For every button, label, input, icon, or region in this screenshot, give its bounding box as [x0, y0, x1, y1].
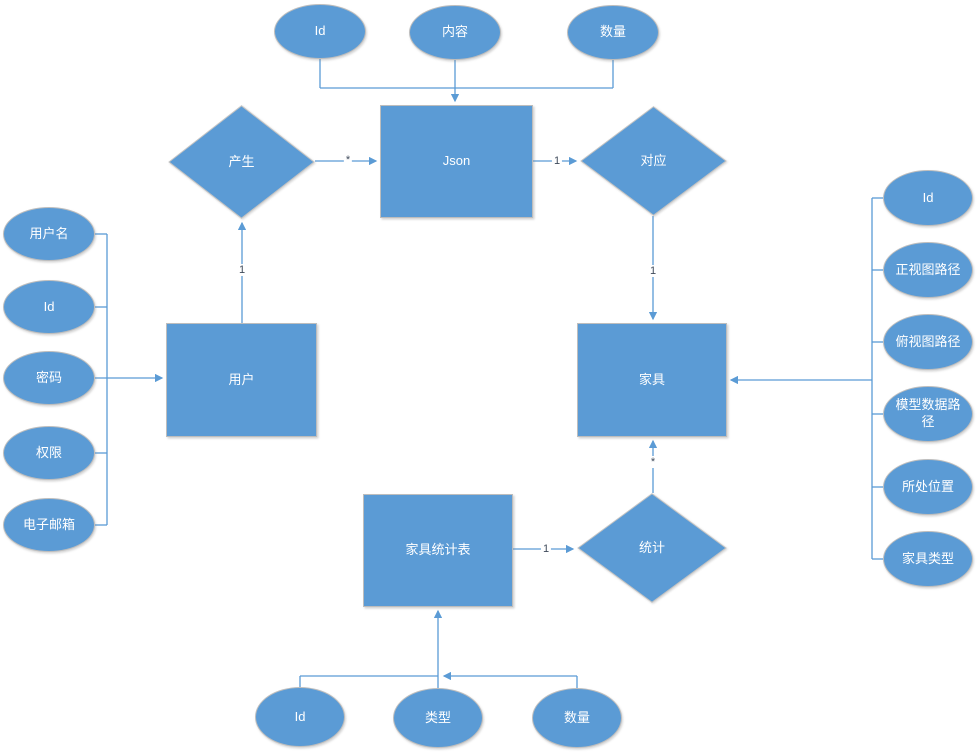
cardinality-stats-count: 1 — [540, 543, 552, 555]
entity-json-label: Json — [442, 153, 471, 169]
relationship-count[interactable]: 统计 — [577, 493, 727, 603]
attribute-stats-id[interactable]: Id — [255, 687, 345, 747]
relationship-count-label: 统计 — [638, 539, 665, 555]
attribute-label: Id — [294, 708, 306, 724]
attribute-label: 类型 — [424, 709, 451, 725]
attribute-label: Id — [43, 298, 55, 314]
attribute-label: 电子邮箱 — [22, 516, 75, 532]
attribute-json-content[interactable]: 内容 — [409, 5, 501, 60]
entity-furniture-stats-table[interactable]: 家具统计表 — [363, 494, 513, 607]
cardinality-correspond-furniture: 1 — [647, 265, 659, 277]
attribute-user-id[interactable]: Id — [3, 280, 95, 334]
attribute-label: 正视图路径 — [895, 261, 961, 277]
attribute-user-permission[interactable]: 权限 — [3, 426, 95, 480]
attribute-stats-quantity[interactable]: 数量 — [532, 688, 622, 748]
attribute-label: 权限 — [35, 444, 62, 460]
attribute-furniture-type[interactable]: 家具类型 — [883, 531, 973, 587]
cardinality-count-furniture: * — [648, 456, 658, 468]
attribute-furniture-top-view-path[interactable]: 俯视图路径 — [883, 314, 973, 370]
entity-furniture-label: 家具 — [638, 371, 665, 387]
cardinality-user-produce: 1 — [236, 264, 248, 276]
attribute-label: 家具类型 — [901, 550, 954, 566]
attribute-label: 数量 — [563, 709, 590, 725]
entity-user[interactable]: 用户 — [166, 323, 317, 437]
diamond-shape-icon — [168, 105, 315, 219]
attribute-label: 密码 — [35, 369, 62, 385]
relationship-correspond-label: 对应 — [640, 152, 667, 168]
attribute-json-quantity[interactable]: 数量 — [567, 5, 659, 60]
attribute-stats-type[interactable]: 类型 — [393, 688, 483, 748]
attribute-label: 所处位置 — [901, 478, 954, 494]
entity-user-label: 用户 — [228, 371, 255, 387]
attribute-user-username[interactable]: 用户名 — [3, 207, 95, 261]
relationship-produce-label: 产生 — [228, 153, 255, 169]
attribute-furniture-front-view-path[interactable]: 正视图路径 — [883, 242, 973, 298]
relationship-correspond[interactable]: 对应 — [580, 106, 727, 216]
attribute-label: Id — [314, 23, 326, 39]
attribute-label: 内容 — [441, 24, 468, 40]
diamond-shape-icon — [577, 493, 727, 603]
connector-furniture-attributes[interactable] — [729, 197, 883, 560]
attribute-label: 用户名 — [29, 225, 69, 241]
attribute-furniture-model-data-path[interactable]: 模型数据路径 — [883, 386, 973, 442]
cardinality-json-correspond: 1 — [551, 155, 563, 167]
diamond-shape-icon — [580, 106, 727, 216]
cardinality-produce-json: * — [343, 154, 353, 166]
connector-json-attributes[interactable] — [319, 59, 614, 103]
attribute-furniture-id[interactable]: Id — [883, 170, 973, 226]
entity-furniture[interactable]: 家具 — [577, 323, 727, 437]
entity-json[interactable]: Json — [380, 105, 533, 218]
attribute-furniture-location[interactable]: 所处位置 — [883, 459, 973, 515]
connector-user-attributes[interactable] — [95, 233, 164, 526]
connector-stats-attributes[interactable] — [299, 609, 578, 688]
attribute-user-email[interactable]: 电子邮箱 — [3, 498, 95, 552]
attribute-json-id[interactable]: Id — [274, 4, 366, 59]
entity-furniture-stats-table-label: 家具统计表 — [405, 542, 471, 558]
attribute-label: Id — [922, 189, 934, 205]
attribute-label: 数量 — [599, 24, 626, 40]
attribute-user-password[interactable]: 密码 — [3, 351, 95, 405]
relationship-produce[interactable]: 产生 — [168, 105, 315, 219]
attribute-label: 俯视图路径 — [895, 333, 961, 349]
attribute-label: 模型数据路径 — [895, 397, 961, 429]
